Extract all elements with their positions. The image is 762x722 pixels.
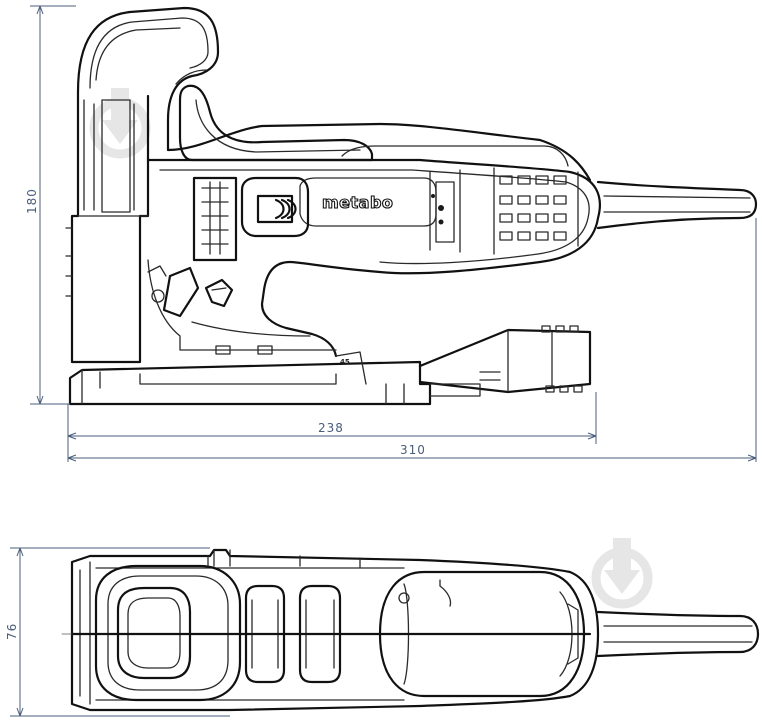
dimension-label-base-length: 238: [318, 421, 344, 435]
dimension-width-76: 76: [5, 547, 230, 717]
watermark-logo-icon: [591, 538, 653, 609]
dimension-length-310: 310: [67, 218, 757, 462]
dimension-label-width: 76: [5, 623, 19, 640]
dimension-label-total-length: 310: [400, 443, 426, 457]
brand-logo: metabo: [322, 193, 393, 212]
dimension-height-180: 180: [25, 5, 76, 405]
dimension-label-height: 180: [25, 188, 39, 214]
jigsaw-side-view: metabo 45: [65, 6, 758, 406]
jigsaw-top-view: [61, 548, 760, 712]
bevel-angle-mark: 45: [340, 358, 350, 366]
dimension-length-238: 238: [67, 392, 597, 444]
